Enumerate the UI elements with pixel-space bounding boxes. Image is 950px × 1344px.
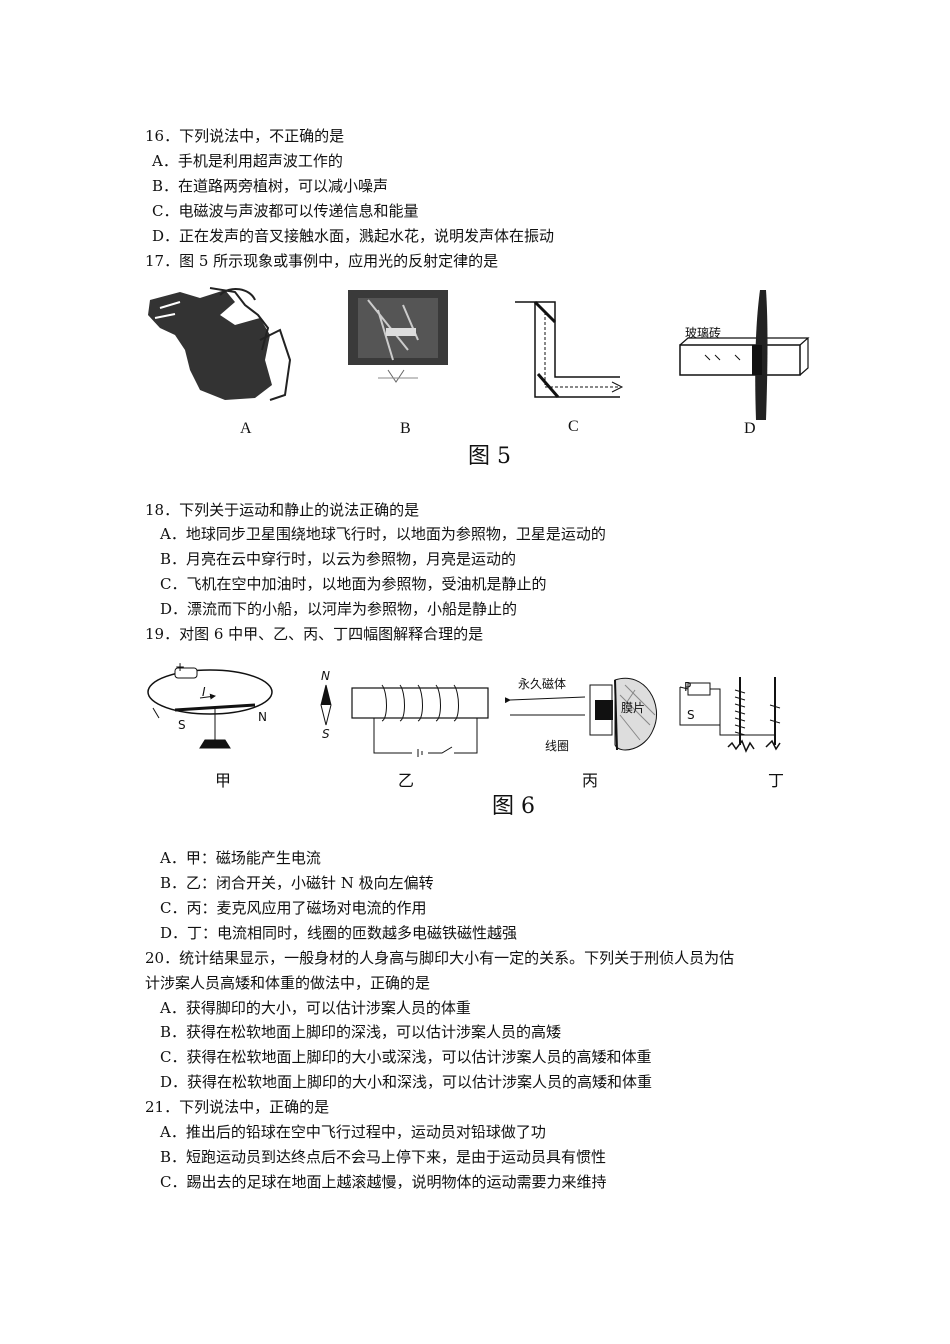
q21-option-c: C．踢出去的足球在地面上越滚越慢，说明物体的运动需要力来维持 — [160, 1173, 607, 1191]
fig6-jia-n-label: N — [258, 710, 267, 724]
fig5-label-d: D — [744, 420, 756, 437]
q18-option-b: B．月亮在云中穿行时，以云为参照物，月亮是运动的 — [160, 550, 517, 568]
fig5-label-b: B — [400, 420, 411, 437]
electromagnet-comparison — [679, 677, 781, 753]
membrane-label: 膜片 — [621, 701, 646, 715]
q18-option-d: D．漂流而下的小船，以河岸为参照物，小船是静止的 — [160, 600, 518, 618]
q18-option-a: A．地球同步卫星围绕地球飞行时，以地面为参照物，卫星是运动的 — [160, 525, 606, 543]
fig6-yi-s-label: S — [322, 727, 330, 741]
fig5-label-a: A — [240, 420, 252, 437]
figure-6: + I S N N S 永久磁体 膜片 线圈 — [140, 655, 820, 820]
fig6-label-jia: 甲 — [215, 773, 232, 790]
q19-option-c: C．丙：麦克风应用了磁场对电流的作用 — [160, 899, 427, 917]
q20-option-b: B．获得在松软地面上脚印的深浅，可以估计涉案人员的高矮 — [160, 1023, 562, 1041]
q20-option-a: A．获得脚印的大小，可以估计涉案人员的体重 — [160, 999, 471, 1017]
q19-stem: 19．对图 6 中甲、乙、丙、丁四幅图解释合理的是 — [145, 625, 484, 643]
q21-option-b: B．短跑运动员到达终点后不会马上停下来，是由于运动员具有惯性 — [160, 1148, 607, 1166]
compass-needle-icon — [320, 684, 332, 726]
hand-shadow-image — [148, 287, 292, 401]
oersted-experiment — [147, 667, 273, 749]
periscope-photo — [348, 290, 448, 383]
coil-label: 线圈 — [545, 739, 570, 753]
fig6-ding-p-label: P — [684, 680, 692, 694]
q18-stem: 18．下列关于运动和静止的说法正确的是 — [145, 501, 420, 519]
figure-5: 玻璃砖 A B C D 图 5 — [140, 280, 820, 470]
fig5-title: 图 5 — [468, 444, 511, 469]
q19-option-d: D．丁：电流相同时，线圈的匝数越多电磁铁磁性越强 — [160, 924, 518, 942]
q20-option-d: D．获得在松软地面上脚印的大小和深浅，可以估计涉案人员的高矮和体重 — [160, 1073, 653, 1091]
fig6-label-yi: 乙 — [398, 773, 415, 790]
glass-brick-label: 玻璃砖 — [685, 326, 722, 340]
periscope-diagram — [515, 300, 624, 398]
glass-brick-diagram — [679, 290, 810, 420]
fig6-title: 图 6 — [492, 794, 535, 819]
q20-stem-line2: 计涉案人员高矮和体重的做法中，正确的是 — [145, 974, 431, 992]
solenoid-circuit — [351, 684, 489, 757]
q21-stem: 21．下列说法中，正确的是 — [145, 1098, 330, 1116]
fig6-label-bing: 丙 — [582, 773, 599, 790]
q16-option-a: A．手机是利用超声波工作的 — [152, 152, 343, 170]
fig6-current-label: I — [202, 685, 206, 699]
q16-option-d: D．正在发声的音叉接触水面，溅起水花，说明发声体在振动 — [152, 227, 555, 245]
q19-option-b: B．乙：闭合开关，小磁针 N 极向左偏转 — [160, 874, 434, 892]
q21-option-a: A．推出后的铅球在空中飞行过程中，运动员对铅球做了功 — [160, 1123, 546, 1141]
fig6-label-ding: 丁 — [768, 773, 785, 790]
fig6-jia-s-label: S — [178, 718, 186, 732]
fig6-yi-n-label: N — [321, 669, 330, 683]
q19-option-a: A．甲：磁场能产生电流 — [160, 849, 321, 867]
q16-option-b: B．在道路两旁植树，可以减小噪声 — [152, 177, 389, 195]
fig6-ding-s-label: S — [687, 708, 695, 722]
q16-stem: 16．下列说法中，不正确的是 — [145, 127, 345, 145]
q20-option-c: C．获得在松软地面上脚印的大小或深浅，可以估计涉案人员的高矮和体重 — [160, 1048, 652, 1066]
fig5-label-c: C — [568, 418, 579, 435]
q18-option-c: C．飞机在空中加油时，以地面为参照物，受油机是静止的 — [160, 575, 547, 593]
q17-stem: 17．图 5 所示现象或事例中，应用光的反射定律的是 — [145, 252, 499, 270]
microphone-diagram — [505, 677, 658, 751]
q16-option-c: C．电磁波与声波都可以传递信息和能量 — [152, 202, 419, 220]
permanent-magnet-label: 永久磁体 — [518, 677, 567, 691]
q20-stem-line1: 20．统计结果显示，一般身材的人身高与脚印大小有一定的关系。下列关于刑侦人员为估 — [145, 949, 735, 967]
